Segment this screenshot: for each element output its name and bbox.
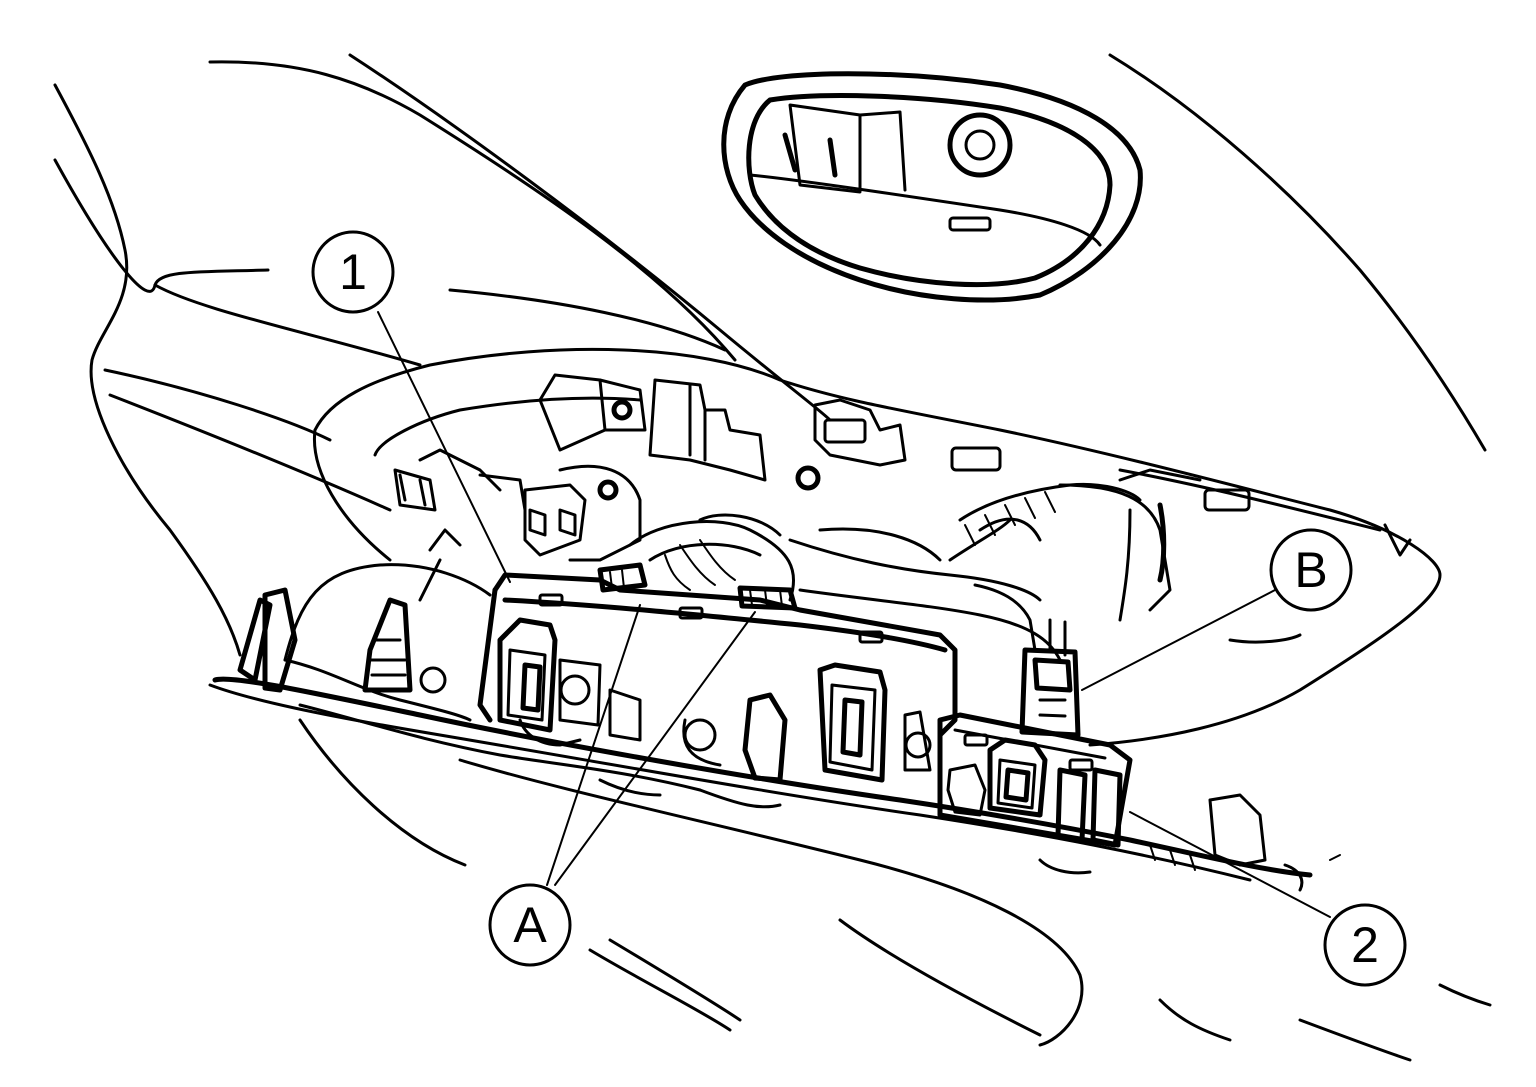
- headliner-contours: [53, 53, 1492, 1062]
- callout-circle-2: [1323, 903, 1407, 987]
- dome-light-housing: [721, 71, 1143, 303]
- left-lamp-lens: [237, 528, 492, 722]
- callout-circle-1: [311, 230, 395, 314]
- connector-b: [1019, 647, 1081, 738]
- right-switch-module: [937, 712, 1133, 848]
- callout-label-a: A: [513, 897, 547, 953]
- leader-line-a-left: [546, 604, 641, 886]
- callout-label-1: 1: [339, 244, 367, 300]
- wiring-harness: [628, 482, 1172, 662]
- callout-label-b: B: [1294, 542, 1327, 598]
- leader-lines: [377, 311, 1331, 918]
- leader-line-b: [1081, 589, 1276, 691]
- callout-label-2: 2: [1351, 917, 1379, 973]
- callout-circle-a: [488, 883, 572, 967]
- callout-2: 2: [1323, 903, 1407, 987]
- console-trim-plate: [208, 676, 1341, 892]
- connectors-a: [597, 562, 798, 611]
- callout-a: A: [488, 883, 572, 967]
- console-opening: [312, 347, 1442, 747]
- leader-line-2: [1129, 811, 1331, 918]
- internal-brackets: [393, 373, 1251, 562]
- leader-line-a-right: [554, 611, 756, 886]
- leader-line-1: [377, 311, 511, 583]
- callout-circle-b: [1269, 528, 1353, 612]
- callout-1: 1: [311, 230, 395, 314]
- callout-b: B: [1269, 528, 1353, 612]
